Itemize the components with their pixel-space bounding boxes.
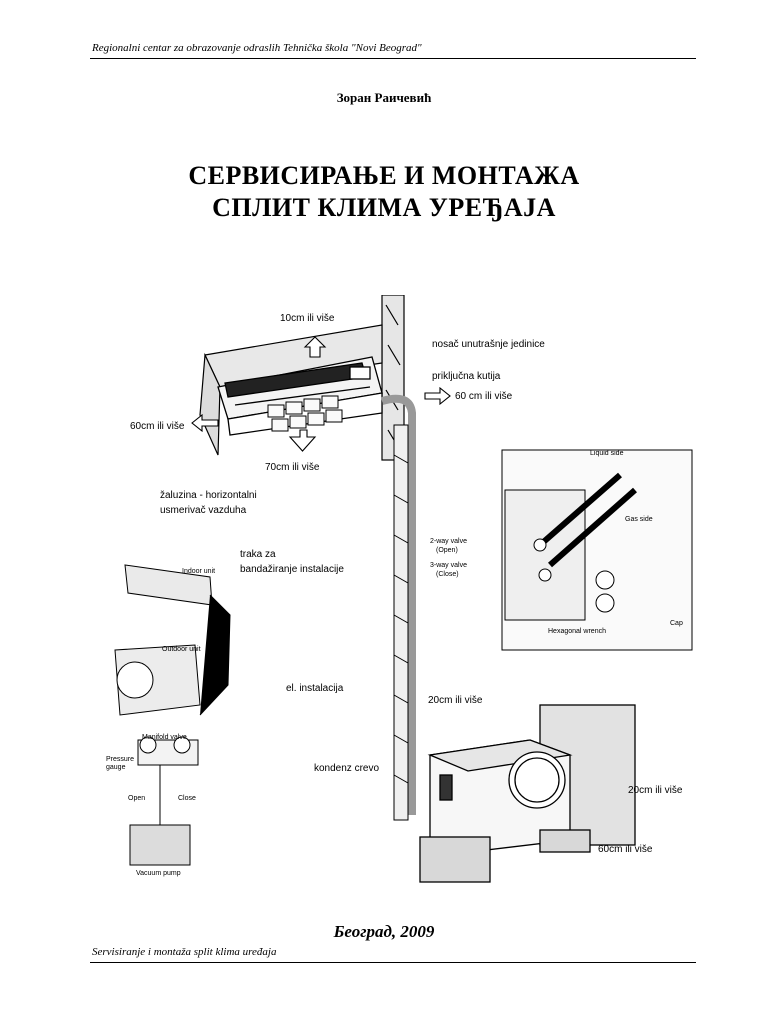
label-outdoor-bottom: 60cm ili više: [598, 844, 653, 855]
label-indoor-unit: Indoor unit: [182, 568, 215, 575]
title-line-2: СПЛИТ КЛИМА УРЕЂАЈА: [212, 193, 556, 222]
document-title: СЕРВИСИРАЊЕ И МОНТАЖА СПЛИТ КЛИМА УРЕЂАЈ…: [0, 160, 768, 224]
label-three-way-line1: 3-way valve: [430, 562, 467, 569]
label-left-clearance: 60cm ili više: [130, 421, 185, 432]
label-open: Open: [128, 795, 145, 802]
header-rule: [90, 58, 696, 59]
label-outdoor-right: 20cm ili više: [628, 785, 683, 796]
indoor-unit: [217, 356, 383, 436]
title-line-1: СЕРВИСИРАЊЕ И МОНТАЖА: [188, 161, 580, 190]
label-vacuum-pump: Vacuum pump: [136, 870, 181, 877]
label-gas-side: Gas side: [625, 516, 653, 523]
label-louver-line2: usmerivač vazduha: [160, 505, 247, 516]
air-filter-louvers: [267, 395, 343, 432]
clearance-arrows: [191, 336, 451, 452]
label-louver-line1: žaluzina - horizontalni: [160, 490, 257, 501]
label-hexagonal-wrench: Hexagonal wrench: [548, 628, 606, 635]
label-pressure-line2: gauge: [106, 764, 126, 771]
city-year: Београд, 2009: [333, 922, 435, 941]
footer-text: Servisiranje i montaža split klima uređa…: [92, 946, 277, 958]
vacuum-inset: [114, 564, 231, 866]
valve-inset: [501, 449, 693, 651]
pipe-bundle: [380, 394, 416, 821]
author-name: Зоран Раичевић: [336, 90, 432, 105]
label-outdoor-top: 20cm ili više: [428, 695, 483, 706]
outdoor-unit: [419, 704, 636, 883]
label-two-way-line1: 2-way valve: [430, 538, 467, 545]
label-tape-line2: bandažiranje instalacije: [240, 564, 344, 575]
label-pressure-line1: Pressure: [106, 756, 134, 763]
label-right-clearance: 60 cm ili više: [455, 391, 513, 402]
label-bracket: nosač unutrašnje jedinice: [432, 339, 545, 350]
label-el-install: el. instalacija: [286, 683, 344, 694]
label-close: Close: [178, 795, 196, 802]
label-condensate: kondenz crevo: [314, 763, 379, 774]
header-text: Regionalni centar za obrazovanje odrasli…: [92, 42, 422, 54]
ceiling-slab: [199, 324, 383, 456]
label-top-clearance: 10cm ili više: [280, 313, 335, 324]
footer-rule: [90, 962, 696, 963]
label-cap: Cap: [670, 620, 683, 627]
label-liquid-side: Liquid side: [590, 450, 624, 457]
label-tape-line1: traka za: [240, 549, 276, 560]
label-manifold-valve: Manifold valve: [142, 734, 187, 741]
label-junction-box: priključna kutija: [432, 371, 501, 382]
label-bottom-clearance: 70cm ili više: [265, 462, 320, 473]
label-outdoor-unit: Outdoor unit: [162, 646, 201, 653]
label-two-way-line2: (Open): [436, 547, 458, 554]
installation-diagram: 10cm ili više nosač unutrašnje jedinice …: [100, 295, 700, 895]
label-three-way-line2: (Close): [436, 571, 459, 578]
